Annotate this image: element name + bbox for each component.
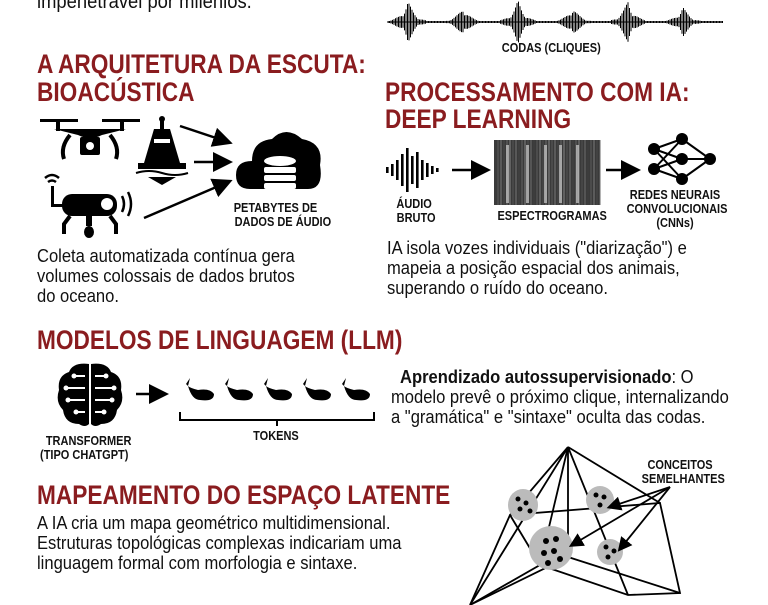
raw-audio-label-1: ÁUDIO: [396, 197, 432, 211]
arrow-icon: [452, 160, 491, 180]
spectrogram-image: [494, 140, 601, 205]
cnn-label: REDES NEURAIS CONVOLUCIONAIS (CNNs): [620, 188, 730, 230]
neural-network-icon: [648, 133, 716, 185]
drone-icon: [40, 119, 140, 160]
section-title-llm: MODELOS DE LINGUAGEM (LLM): [37, 325, 403, 355]
cnn-label-3: (CNNs): [656, 216, 694, 230]
latent-space-polyhedron: [469, 446, 682, 605]
raw-audio-icon: [386, 148, 439, 192]
whale-tokens: [179, 376, 375, 426]
latent-body-1: A IA cria um mapa geométrico multidimens…: [37, 513, 391, 533]
arrow-icon: [606, 160, 641, 180]
cnn-label-2: CONVOLUCIONAIS: [626, 202, 728, 216]
section-title-deep-learning-2: DEEP LEARNING: [385, 104, 572, 134]
cloud-label-2: DADOS DE ÁUDIO: [234, 215, 332, 229]
llm-body-2: modelo prevê o próximo clique, internali…: [391, 387, 729, 407]
deep-learning-body-3: superando o ruído do oceano.: [387, 278, 608, 298]
deep-learning-body-1: IA isola vozes individuais ("diarização"…: [387, 238, 687, 258]
llm-line1-rest: : O: [671, 367, 694, 387]
arrow-icon: [136, 384, 169, 404]
latent-body-3: linguagem formal com morfologia e sintax…: [37, 553, 358, 573]
transformer-label-2: (TIPO CHATGPT): [40, 448, 129, 462]
codas-label: CODAS (CLIQUES): [501, 41, 601, 55]
bioacoustics-body-1: Coleta automatizada contínua gera: [37, 246, 295, 266]
section-title-latent-space: MAPEAMENTO DO ESPAÇO LATENTE: [37, 480, 451, 510]
llm-bold-term: Aprendizado autossupervisionado: [400, 367, 672, 387]
latent-body-2: Estruturas topológicas complexas indicar…: [37, 533, 402, 553]
cloud-label-1: PETABYTES DE: [233, 201, 318, 215]
llm-body-3: a "gramática" e "sintaxe" oculta das cod…: [391, 407, 706, 427]
buoy-icon: [135, 116, 189, 185]
concepts-label-2: SEMELHANTES: [641, 472, 725, 486]
section-title-bioacoustics-1: A ARQUITETURA DA ESCUTA:: [37, 49, 366, 79]
concepts-label-1: CONCEITOS: [647, 458, 713, 472]
raw-audio-label-2: BRUTO: [396, 211, 436, 225]
section-title-bioacoustics-2: BIOACÚSTICA: [37, 77, 195, 107]
deep-learning-body-2: mapeia a posição espacial dos animais,: [387, 258, 680, 278]
section-title-deep-learning-1: PROCESSAMENTO COM IA:: [385, 77, 690, 107]
arrows-to-cloud: [143, 124, 233, 220]
cloud-database-icon: [236, 132, 321, 189]
intro-text: impenetrável por milênios.: [37, 0, 252, 13]
underwater-robot-icon: [44, 173, 133, 238]
llm-body-1: Aprendizado autossupervisionado: O: [400, 367, 694, 387]
bioacoustics-body-3: do oceano.: [37, 286, 119, 306]
tokens-label: TOKENS: [253, 429, 299, 443]
spectrogram-label: ESPECTROGRAMAS: [497, 209, 607, 223]
cnn-label-1: REDES NEURAIS: [629, 188, 721, 202]
bioacoustics-body-2: volumes colossais de dados brutos: [37, 266, 295, 286]
waveform-icon: [387, 1, 723, 43]
transformer-label-1: TRANSFORMER: [45, 434, 132, 448]
brain-circuit-icon: [57, 363, 123, 426]
